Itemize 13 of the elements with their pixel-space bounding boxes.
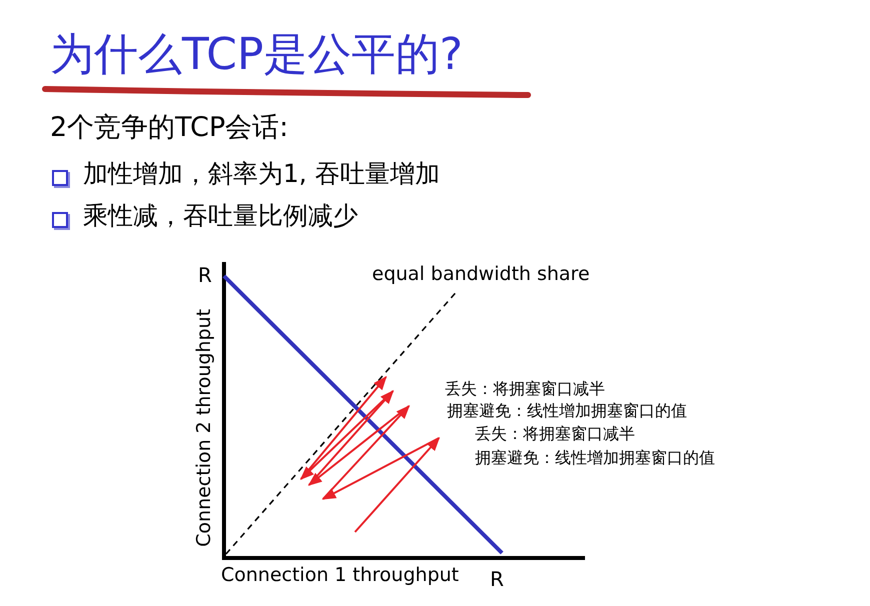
bullet-text: 乘性减，吞吐量比例减少 [83,202,358,231]
axis-title: Connection 1 throughput [221,565,459,587]
slide-title: 为什么TCP是公平的? [50,30,463,81]
annotation-text: 拥塞避免：线性增加拥塞窗口的值 [447,402,687,420]
annotation-text: 拥塞避免：线性增加拥塞窗口的值 [475,449,715,468]
line-label: equal bandwidth share [372,264,590,286]
axis-max-label: R [198,264,212,287]
subheading: 2个竞争的TCP会话: [50,112,288,144]
axis-max-label: R [490,568,504,591]
annotation-text: 丢失：将拥塞窗口减半 [445,380,605,398]
axis-title: Connection 2 throughput [194,308,216,547]
annotation-text: 丢失：将拥塞窗口减半 [475,425,635,444]
bullet-text: 加性增加，斜率为1, 吞吐量增加 [83,160,440,189]
